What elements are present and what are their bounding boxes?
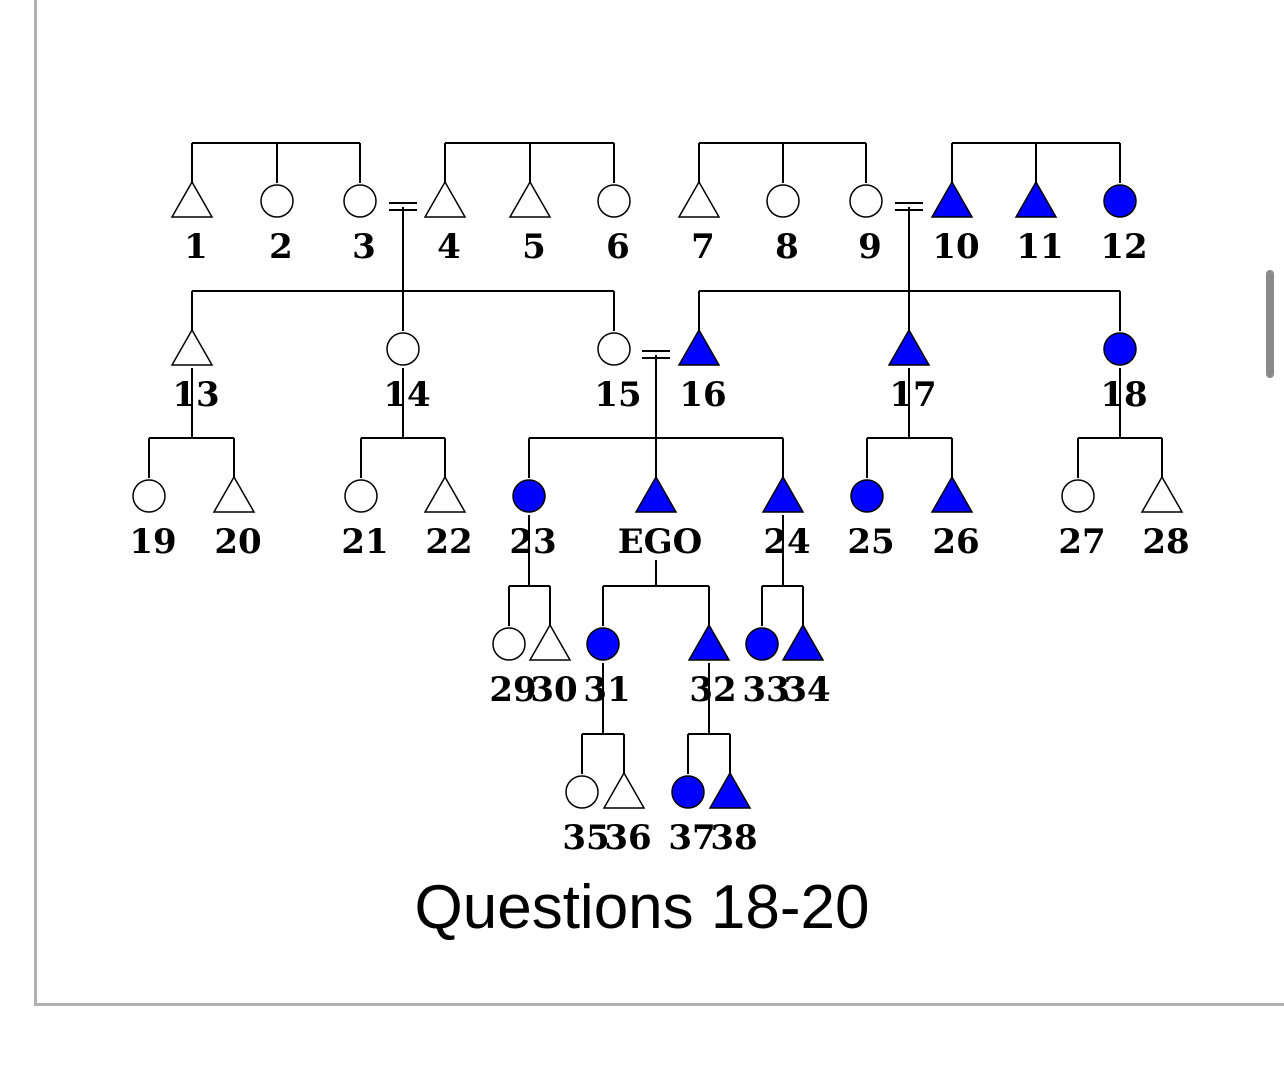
person-label: 6 bbox=[606, 227, 630, 267]
male-triangle-icon bbox=[781, 623, 825, 661]
person-label: 4 bbox=[437, 227, 461, 267]
male-triangle-icon bbox=[1140, 475, 1184, 513]
female-circle-icon bbox=[671, 775, 705, 809]
person-label: 3 bbox=[352, 227, 376, 267]
female-circle-icon bbox=[597, 332, 631, 366]
person-label: 20 bbox=[214, 522, 261, 562]
female-circle-icon bbox=[745, 627, 779, 661]
person-label: 16 bbox=[679, 375, 726, 415]
male-triangle-icon bbox=[677, 180, 721, 218]
female-circle-icon bbox=[1061, 479, 1095, 513]
male-triangle-icon bbox=[930, 475, 974, 513]
male-triangle-icon bbox=[508, 180, 552, 218]
person-label: 35 bbox=[562, 818, 609, 858]
person-label: 11 bbox=[1016, 227, 1063, 267]
person-label: 15 bbox=[594, 375, 641, 415]
person-label: 38 bbox=[710, 818, 757, 858]
male-triangle-icon bbox=[761, 475, 805, 513]
person-label: 32 bbox=[689, 670, 736, 710]
person-label: 36 bbox=[604, 818, 651, 858]
female-circle-icon bbox=[492, 627, 526, 661]
male-triangle-icon bbox=[528, 623, 572, 661]
person-label: 24 bbox=[763, 522, 810, 562]
person-label: 34 bbox=[783, 670, 830, 710]
person-label: 37 bbox=[668, 818, 715, 858]
female-circle-icon bbox=[343, 184, 377, 218]
female-circle-icon bbox=[1103, 332, 1137, 366]
person-label: 28 bbox=[1142, 522, 1189, 562]
male-triangle-icon bbox=[423, 180, 467, 218]
female-circle-icon bbox=[260, 184, 294, 218]
male-triangle-icon bbox=[634, 475, 678, 513]
scrollbar[interactable] bbox=[1266, 270, 1274, 378]
male-triangle-icon bbox=[1014, 180, 1058, 218]
person-label: 26 bbox=[932, 522, 979, 562]
person-label: 18 bbox=[1100, 375, 1147, 415]
female-circle-icon bbox=[344, 479, 378, 513]
person-label: 25 bbox=[847, 522, 894, 562]
person-label: 12 bbox=[1100, 227, 1147, 267]
person-label: 23 bbox=[509, 522, 556, 562]
female-circle-icon bbox=[512, 479, 546, 513]
person-label: 33 bbox=[742, 670, 789, 710]
person-label: 8 bbox=[775, 227, 799, 267]
male-triangle-icon bbox=[170, 180, 214, 218]
male-triangle-icon bbox=[887, 328, 931, 366]
person-label: 9 bbox=[858, 227, 882, 267]
female-circle-icon bbox=[386, 332, 420, 366]
male-triangle-icon bbox=[212, 475, 256, 513]
person-label: 22 bbox=[425, 522, 472, 562]
person-label: EGO bbox=[618, 522, 703, 562]
person-label: 30 bbox=[530, 670, 577, 710]
person-label: 14 bbox=[383, 375, 430, 415]
female-circle-icon bbox=[766, 184, 800, 218]
female-circle-icon bbox=[586, 627, 620, 661]
person-label: 13 bbox=[172, 375, 219, 415]
person-label: 29 bbox=[489, 670, 536, 710]
female-circle-icon bbox=[132, 479, 166, 513]
male-triangle-icon bbox=[677, 328, 721, 366]
person-label: 2 bbox=[269, 227, 293, 267]
person-label: 5 bbox=[522, 227, 546, 267]
female-circle-icon bbox=[565, 775, 599, 809]
content-frame bbox=[34, 0, 1284, 1006]
female-circle-icon bbox=[849, 184, 883, 218]
male-triangle-icon bbox=[423, 475, 467, 513]
female-circle-icon bbox=[597, 184, 631, 218]
male-triangle-icon bbox=[930, 180, 974, 218]
person-label: 1 bbox=[184, 227, 208, 267]
person-label: 17 bbox=[889, 375, 936, 415]
male-triangle-icon bbox=[170, 328, 214, 366]
person-label: 7 bbox=[691, 227, 715, 267]
male-triangle-icon bbox=[708, 771, 752, 809]
person-label: 27 bbox=[1058, 522, 1105, 562]
person-label: 10 bbox=[932, 227, 979, 267]
female-circle-icon bbox=[850, 479, 884, 513]
diagram-caption: Questions 18-20 bbox=[414, 873, 870, 942]
female-circle-icon bbox=[1103, 184, 1137, 218]
person-label: 19 bbox=[129, 522, 176, 562]
person-label: 31 bbox=[583, 670, 630, 710]
person-label: 21 bbox=[341, 522, 388, 562]
male-triangle-icon bbox=[687, 623, 731, 661]
male-triangle-icon bbox=[602, 771, 646, 809]
